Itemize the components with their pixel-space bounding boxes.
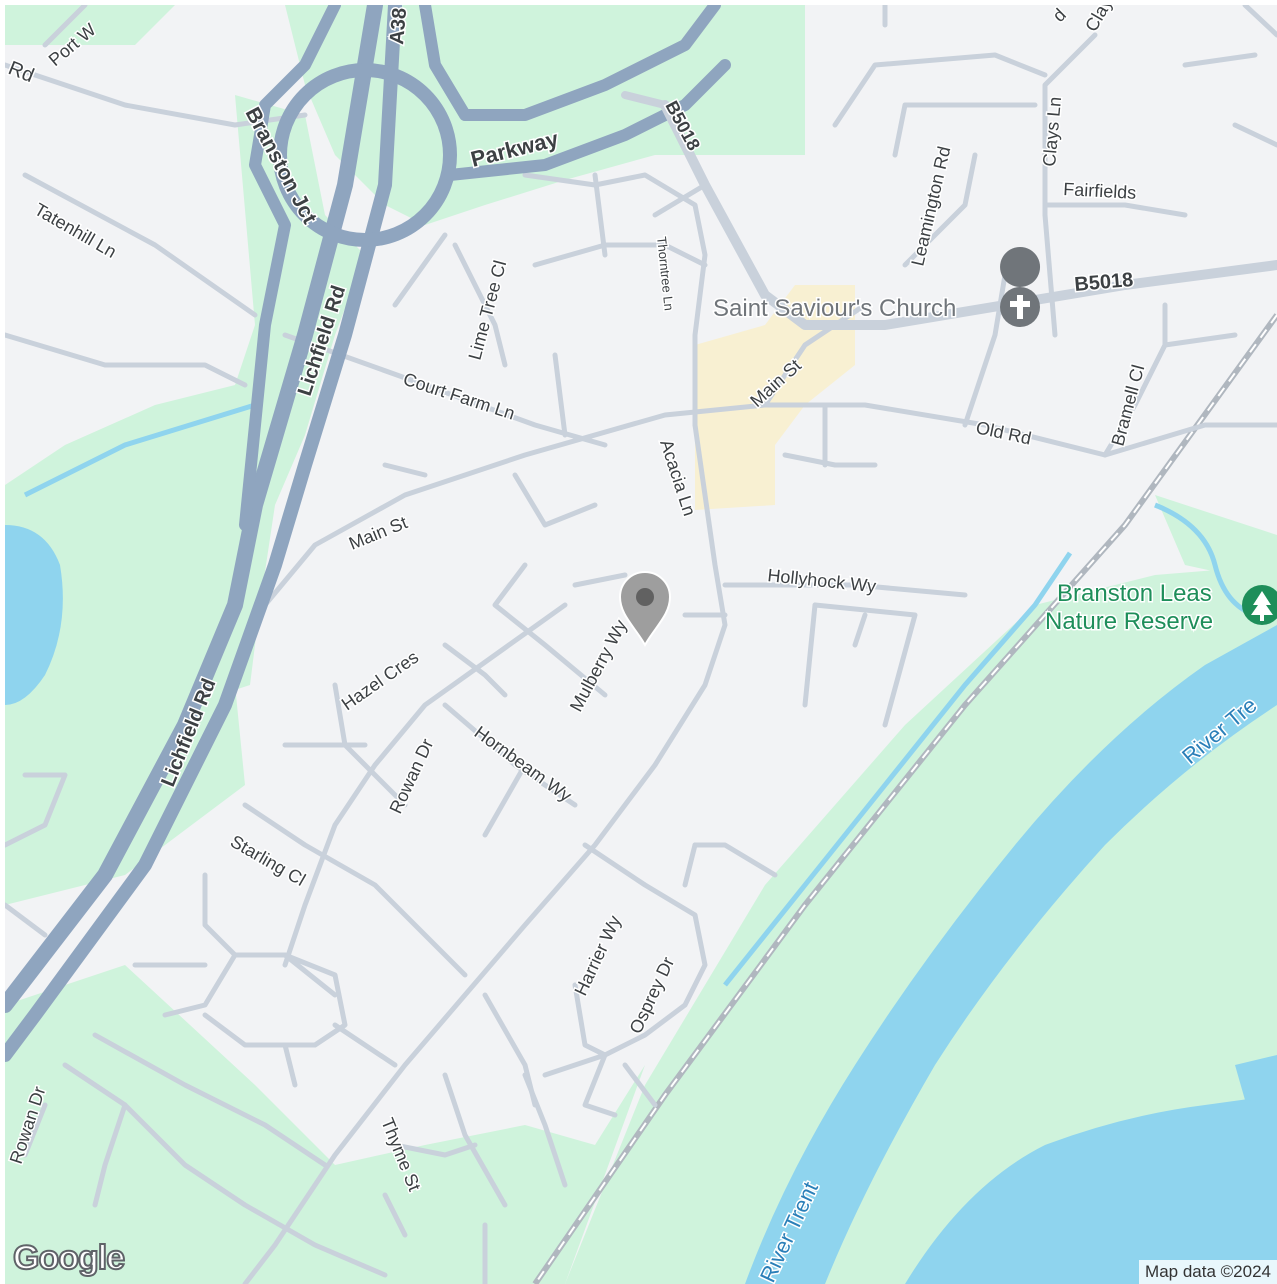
map-canvas: A38 Lichfield Rd Lichfield Rd Branston J…	[5, 5, 1277, 1284]
road-label-b5018-east: B5018	[1074, 269, 1135, 296]
tree-icon	[1242, 585, 1277, 625]
map-attribution[interactable]: Map data ©2024	[1139, 1260, 1277, 1284]
church-label: Saint Saviour's Church	[713, 295, 956, 322]
location-pin-icon[interactable]	[618, 571, 672, 648]
minor-roads	[5, 5, 1277, 1284]
reserve-label-line2: Nature Reserve	[1045, 608, 1213, 635]
water-areas	[5, 402, 1277, 1284]
road-label-fairfields: Fairfields	[1063, 179, 1137, 203]
google-logo: Google	[12, 1238, 126, 1278]
poi-nature-reserve[interactable]: Branston Leas Nature Reserve	[1044, 579, 1277, 637]
railway	[532, 313, 1277, 1284]
cross-icon	[1000, 247, 1041, 327]
reserve-label-line1: Branston Leas	[1057, 580, 1212, 607]
major-roads	[5, 5, 1277, 1062]
map-view[interactable]: A38 Lichfield Rd Lichfield Rd Branston J…	[5, 5, 1277, 1284]
road-label-a38: A38	[386, 7, 411, 45]
poi-church[interactable]: Saint Saviour's Church	[712, 247, 1041, 327]
